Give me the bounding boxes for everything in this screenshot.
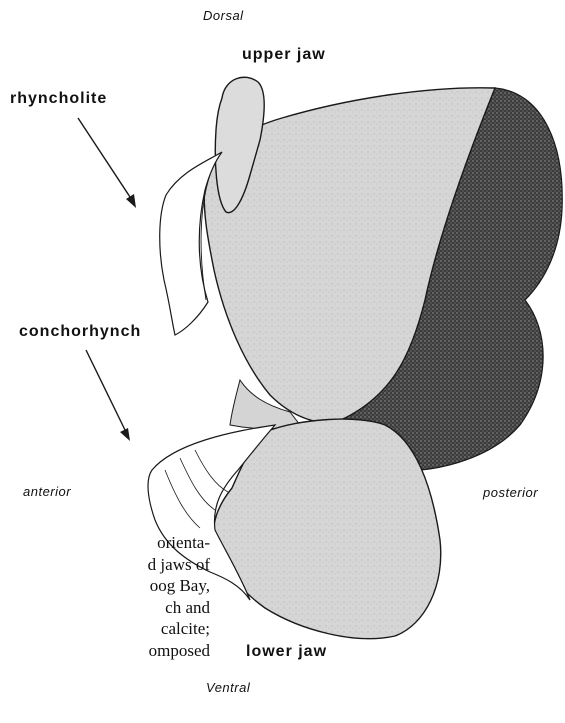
caption-line: oog Bay, <box>0 575 210 597</box>
upper-jaw-label: upper jaw <box>242 46 326 64</box>
dorsal-label: Dorsal <box>203 8 244 23</box>
caption-line: calcite; <box>0 618 210 640</box>
figure-caption-fragment: orienta- d jaws of oog Bay, ch and calci… <box>0 532 210 661</box>
caption-line: ch and <box>0 597 210 619</box>
conchorhynch-arrow <box>86 350 130 441</box>
caption-line: d jaws of <box>0 554 210 576</box>
rhyncholite-label: rhyncholite <box>10 90 107 108</box>
lower-jaw-label: lower jaw <box>246 643 327 661</box>
rhyncholite-arrow <box>78 118 136 208</box>
caption-line: omposed <box>0 640 210 662</box>
conchorhynch-label: conchorhynch <box>19 323 141 341</box>
anterior-label: anterior <box>23 484 71 499</box>
caption-line: orienta- <box>0 532 210 554</box>
posterior-label: posterior <box>483 485 538 500</box>
ventral-label: Ventral <box>206 680 250 695</box>
